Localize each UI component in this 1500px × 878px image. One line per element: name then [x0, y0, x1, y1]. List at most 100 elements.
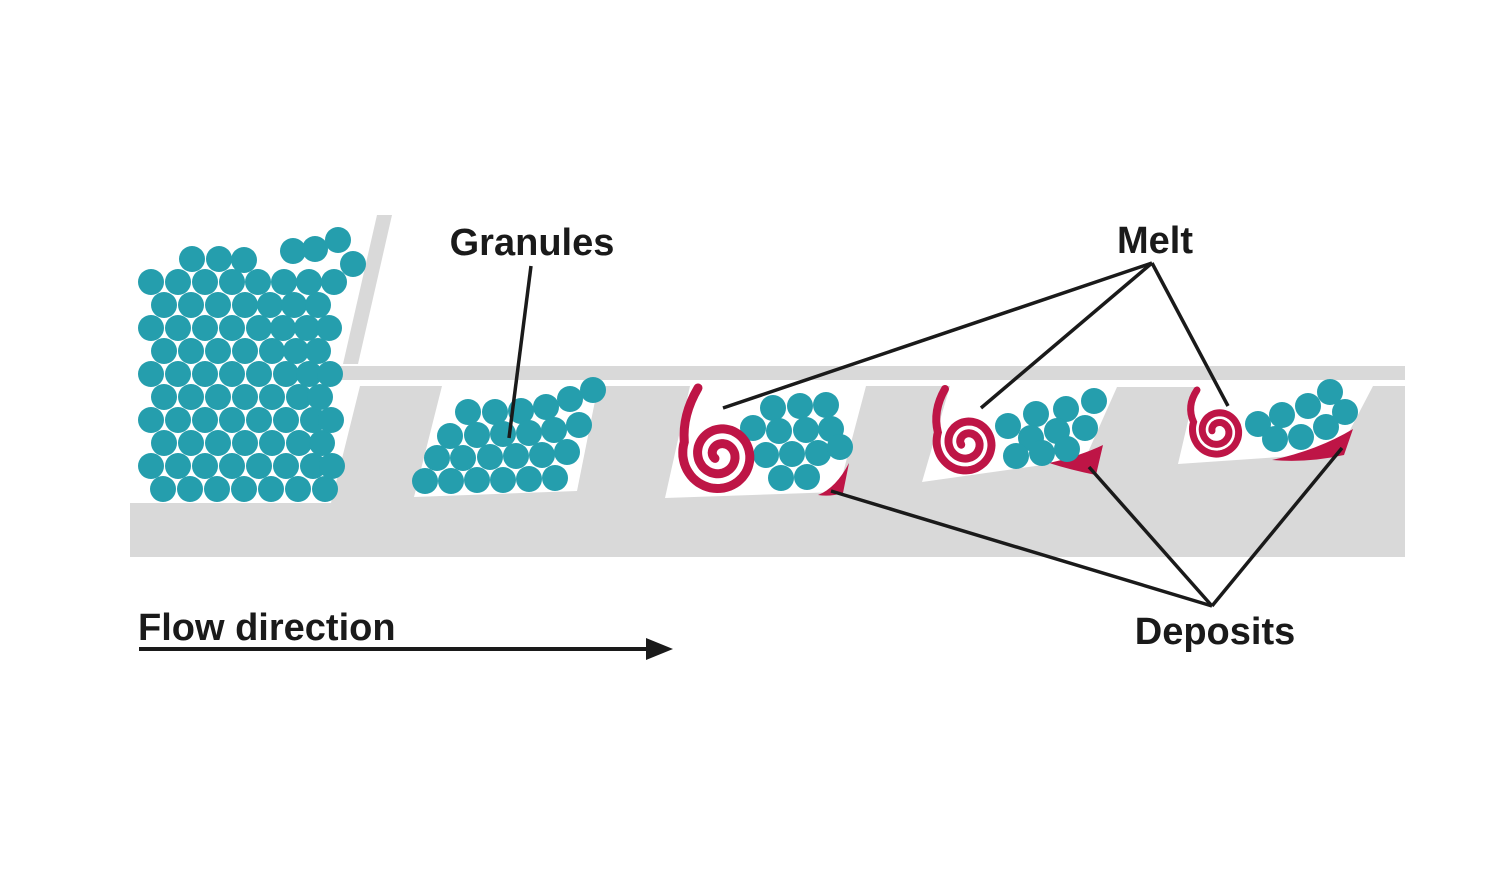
pocket-4-melting [1295, 393, 1321, 419]
hopper-granule [205, 430, 231, 456]
pocket-3-melting [1081, 388, 1107, 414]
hopper-granule [178, 384, 204, 410]
pocket-2-melting [740, 415, 766, 441]
pocket-1-granules [490, 467, 516, 493]
hopper-granule [165, 453, 191, 479]
pocket-2-melting [827, 434, 853, 460]
hopper-granule [325, 227, 351, 253]
hopper-granule [219, 269, 245, 295]
hopper-granule [205, 384, 231, 410]
hopper-granule [219, 407, 245, 433]
hopper-granule [192, 269, 218, 295]
pocket-1-granules [542, 465, 568, 491]
pocket-1-granules [516, 466, 542, 492]
hopper-granule [165, 315, 191, 341]
hopper-granule [302, 236, 328, 262]
hopper-granule [231, 476, 257, 502]
hopper-granule [232, 292, 258, 318]
deposits-pointer-line [830, 489, 1213, 608]
pocket-1-granules [554, 439, 580, 465]
pocket-2-melting [768, 465, 794, 491]
hopper-granule [232, 384, 258, 410]
hopper-granule [246, 453, 272, 479]
hopper-granule [300, 453, 326, 479]
hopper-granule [319, 453, 345, 479]
pocket-1-granules [503, 443, 529, 469]
barrel-wall-strip [335, 366, 1405, 380]
hopper-granule [318, 407, 344, 433]
pocket-3-melting [1023, 401, 1049, 427]
hopper-granule [296, 361, 322, 387]
hopper-granule [300, 407, 326, 433]
hopper-granule [294, 315, 320, 341]
pocket-1-granules [566, 412, 592, 438]
hopper-granule [151, 292, 177, 318]
hopper-granule [150, 476, 176, 502]
hopper-granule [307, 384, 333, 410]
pocket-2-melting [753, 442, 779, 468]
pocket-4-melting [1269, 402, 1295, 428]
hopper-granule [232, 338, 258, 364]
hopper-granule [305, 292, 331, 318]
hopper-granule [138, 315, 164, 341]
hopper-granule [138, 407, 164, 433]
pocket-4-melting [1332, 399, 1358, 425]
granules-pointer-line [507, 265, 533, 439]
hopper-granule [177, 476, 203, 502]
pocket-4-melting [1262, 426, 1288, 452]
pocket-1-granules [464, 467, 490, 493]
hopper-granule [204, 476, 230, 502]
melt-pointer-line [979, 261, 1154, 410]
pocket-3-melting [1054, 436, 1080, 462]
hopper-granule [281, 292, 307, 318]
deposits-pointer-line [1087, 465, 1214, 608]
pocket-2-melting [760, 395, 786, 421]
pocket-4-melting [1313, 414, 1339, 440]
pocket-2-melting [805, 440, 831, 466]
hopper-granule [138, 453, 164, 479]
hopper-granule [273, 361, 299, 387]
hopper-granule [321, 269, 347, 295]
hopper-granule [259, 430, 285, 456]
deposit-wedge [818, 463, 849, 496]
pocket-1-granules [412, 468, 438, 494]
hopper-granule [178, 338, 204, 364]
hopper-granule [257, 292, 283, 318]
hopper-granule [178, 292, 204, 318]
pocket-1-granules [450, 445, 476, 471]
pocket-1-granules [455, 399, 481, 425]
pocket-3-melting [995, 413, 1021, 439]
hopper-granule [270, 315, 296, 341]
hopper-wall [343, 215, 392, 364]
flow-arrow-layer [139, 638, 673, 660]
hopper-granule [192, 407, 218, 433]
pocket-1-granules [533, 394, 559, 420]
hopper-granule [286, 384, 312, 410]
hopper-granule [296, 269, 322, 295]
hopper-granule [206, 246, 232, 272]
hopper-granule [192, 453, 218, 479]
deposit-wedge [1272, 429, 1353, 461]
hopper-granule [246, 407, 272, 433]
deposits-label: Deposits [1135, 611, 1295, 653]
flow-direction-label: Flow direction [138, 607, 396, 649]
pocket-1-granules [464, 422, 490, 448]
melt-spiral [678, 383, 755, 494]
hopper-granule [340, 251, 366, 277]
hopper-granule [283, 338, 309, 364]
hopper-granule [205, 292, 231, 318]
pocket-1-granules [482, 399, 508, 425]
granules-label: Granules [450, 222, 615, 264]
flow-arrow-head [646, 638, 673, 660]
hopper-granule [205, 338, 231, 364]
pocket-2-melting [793, 417, 819, 443]
pocket-2-melting [787, 393, 813, 419]
hopper-granule [317, 361, 343, 387]
melt-label: Melt [1117, 220, 1193, 262]
hopper-granule [165, 407, 191, 433]
melt-spiral [932, 385, 996, 475]
pocket-4-melting [1317, 379, 1343, 405]
pocket-2-melting [813, 392, 839, 418]
pocket-2-melting [794, 464, 820, 490]
